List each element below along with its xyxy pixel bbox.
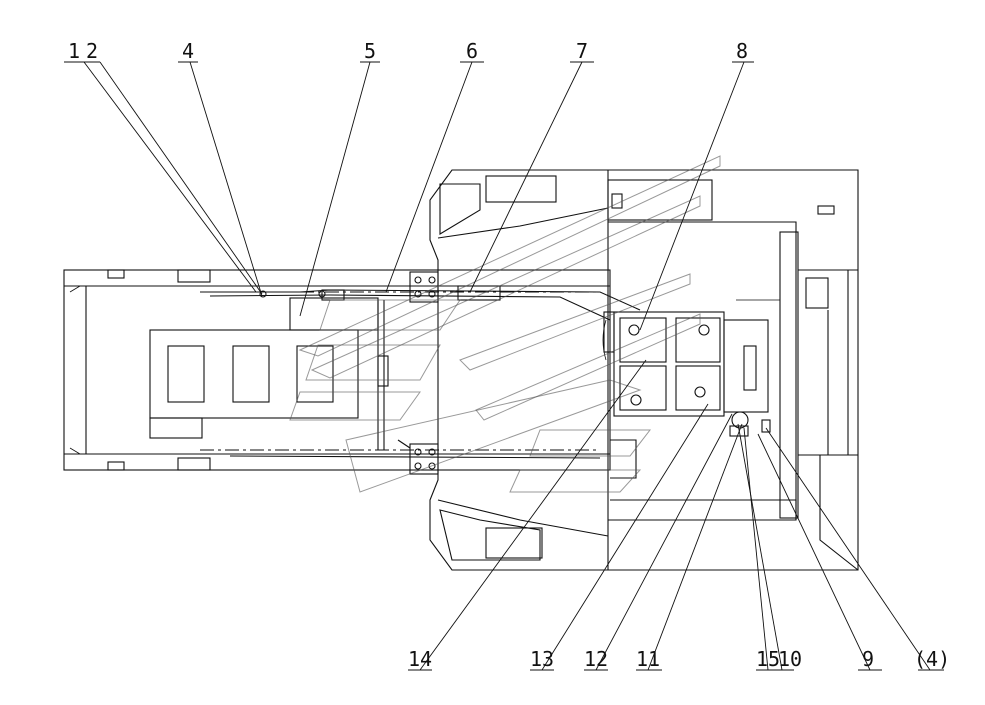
callout-2: 2: [86, 39, 98, 63]
callout-15: 15: [756, 647, 780, 671]
callout-8: 8: [736, 39, 748, 63]
callout-1: 1: [68, 39, 80, 63]
callout-6: 6: [466, 39, 478, 63]
main-frame: [63, 269, 611, 471]
cable-harness: [209, 271, 780, 475]
watermark-logo: [289, 155, 721, 493]
leader-lines: [64, 61, 944, 671]
callout-11: 11: [636, 647, 660, 671]
callout-14: 14: [408, 647, 432, 671]
callout-4-parenthetical: (4): [914, 647, 950, 671]
battery-box: [603, 311, 771, 437]
callout-12: 12: [584, 647, 608, 671]
engine-block: [149, 289, 389, 450]
callout-10: 10: [778, 647, 802, 671]
callout-9: 9: [862, 647, 874, 671]
callout-5: 5: [364, 39, 376, 63]
callout-7: 7: [576, 39, 588, 63]
callout-labels: 1 2 4 5 6 7 8 14 13 12 11 15 10 9 (4): [68, 39, 950, 671]
callout-4: 4: [182, 39, 194, 63]
callout-13: 13: [530, 647, 554, 671]
rear-body: [429, 169, 859, 571]
